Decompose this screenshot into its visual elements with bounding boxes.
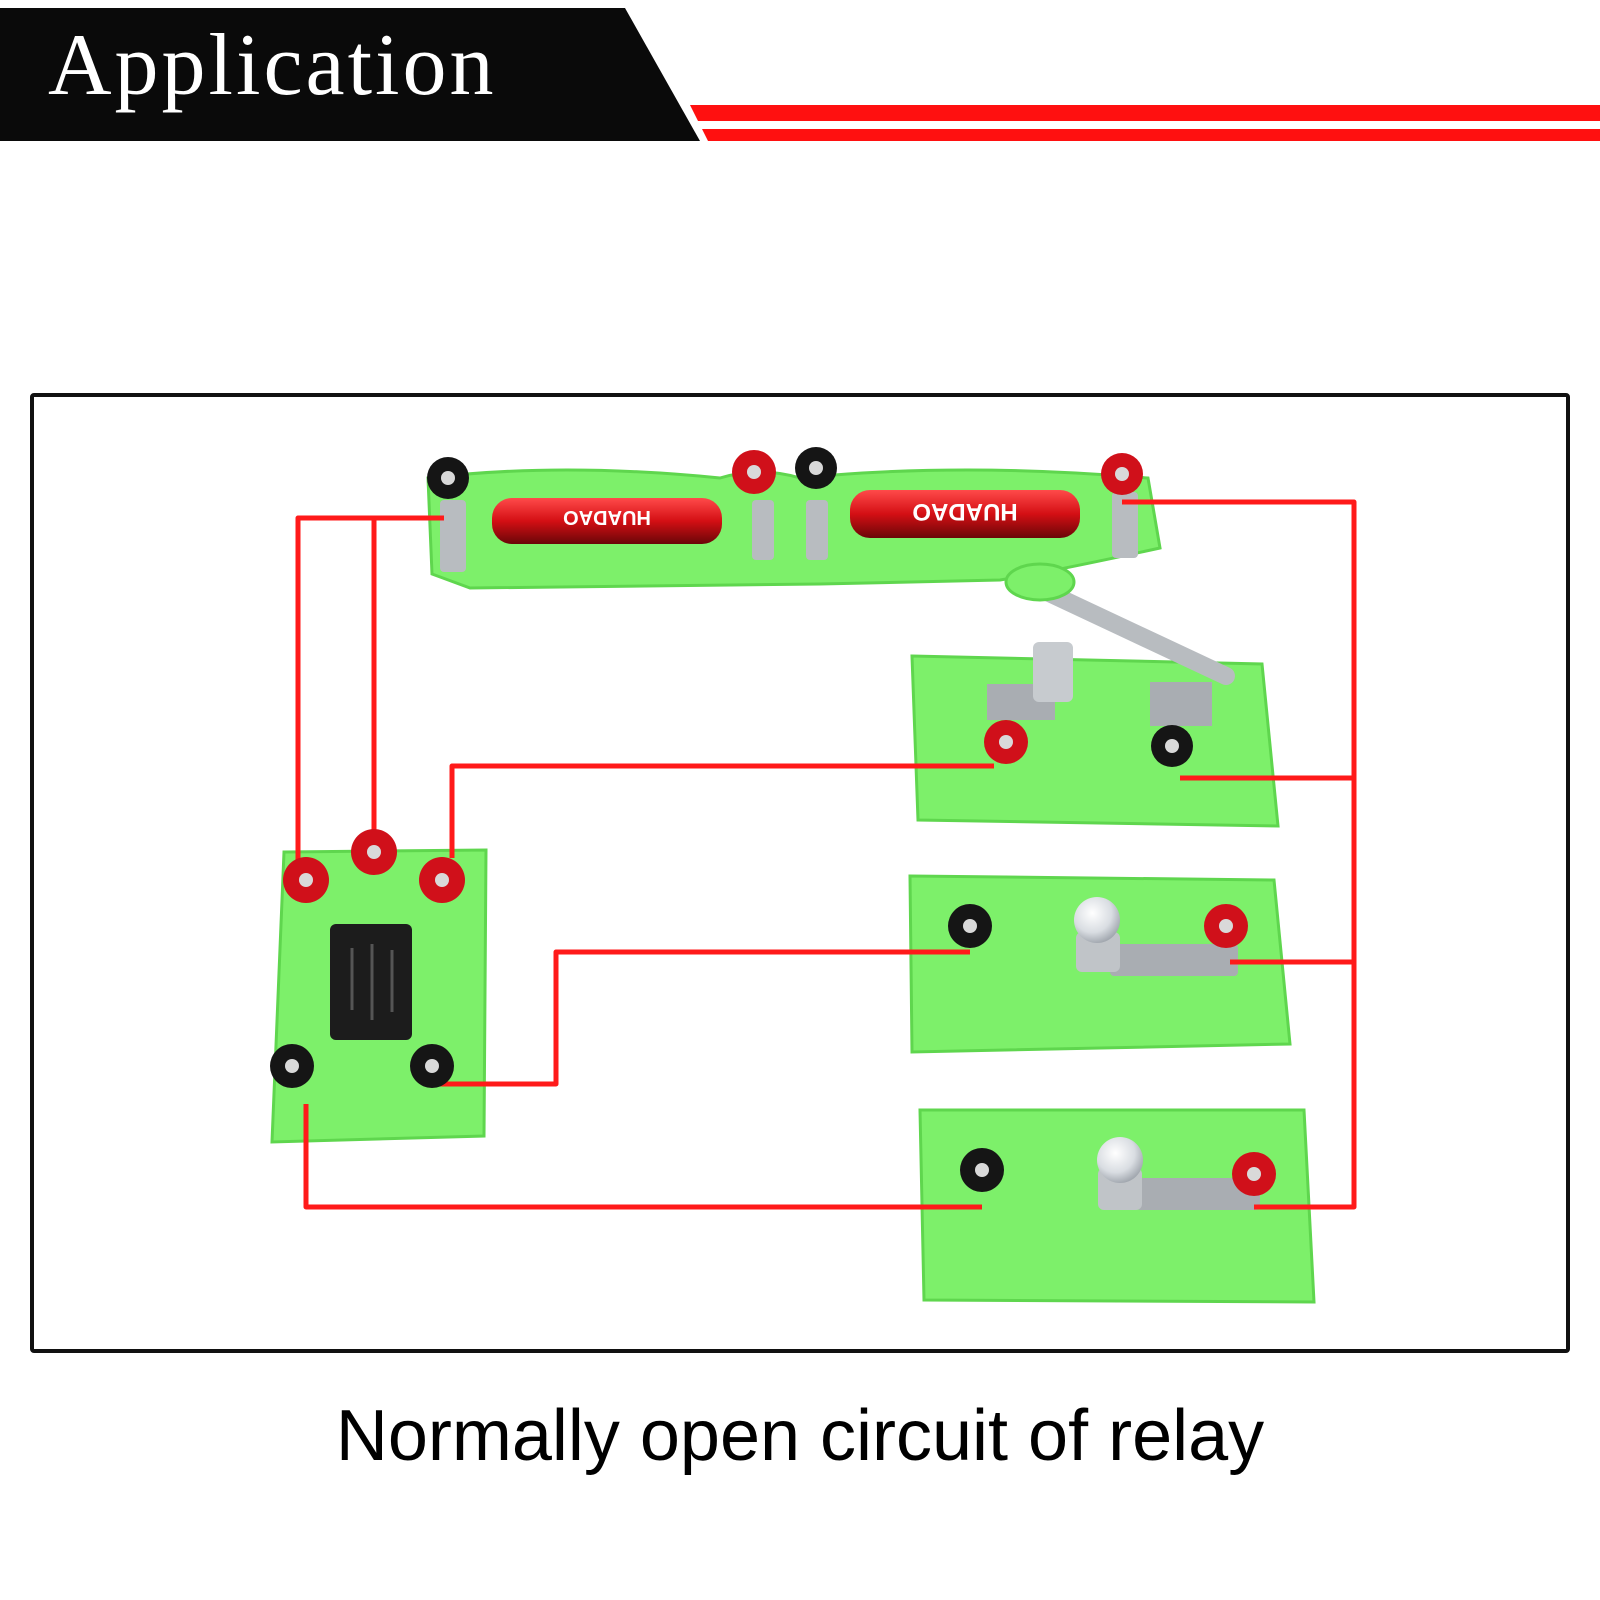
terminal-black <box>948 904 992 948</box>
terminal-red <box>984 720 1028 764</box>
header-banner: Application <box>0 0 1600 150</box>
terminal-red <box>283 857 329 903</box>
switch-contact-right <box>1150 682 1212 726</box>
terminal-red <box>732 450 776 494</box>
lamp-2-strip <box>1136 1178 1260 1210</box>
switch-handle <box>1004 562 1076 602</box>
terminal-red <box>351 829 397 875</box>
wire-battery-pos-bus <box>1122 499 1357 1210</box>
battery-clip-1 <box>440 500 466 572</box>
banner-red-stripe-top <box>690 105 1600 121</box>
terminal-black <box>410 1044 454 1088</box>
terminal-red <box>1232 1152 1276 1196</box>
battery-clip-2 <box>752 500 774 560</box>
banner-graphic <box>0 8 1600 141</box>
lamp-1-socket <box>1076 932 1120 972</box>
lamp-board-2 <box>918 1108 1316 1304</box>
battery-2-label: HUADAO <box>912 498 1017 525</box>
battery-1-label: HUADAO <box>563 506 651 528</box>
terminal-black <box>1151 725 1193 767</box>
terminal-red <box>1204 904 1248 948</box>
wire-relay-no-to-switch <box>449 763 994 858</box>
banner-title: Application <box>48 17 497 114</box>
battery-holder: HUADAO HUADAO <box>426 468 1162 590</box>
banner-black-band <box>0 8 700 141</box>
terminals <box>270 447 1276 1196</box>
wires <box>295 499 1357 1210</box>
wire-battery-neg-to-relay-coil <box>295 515 444 862</box>
terminal-black <box>270 1044 314 1088</box>
battery-clip-3 <box>806 500 828 560</box>
wire-relay-to-lamp2 <box>303 1104 982 1210</box>
banner-red-stripe-bottom <box>702 129 1600 141</box>
terminal-black <box>960 1148 1004 1192</box>
figure-caption: Normally open circuit of relay <box>335 1396 1265 1476</box>
switch-board <box>910 562 1280 828</box>
terminal-red <box>419 857 465 903</box>
switch-clip <box>1033 642 1073 702</box>
battery-1 <box>492 498 722 544</box>
terminal-black <box>795 447 837 489</box>
lamp-1-bulb <box>1074 897 1120 943</box>
lamp-1-strip <box>1110 944 1238 976</box>
battery-clip-4 <box>1112 492 1138 558</box>
battery-2 <box>850 490 1080 538</box>
lamp-2-bulb <box>1097 1137 1143 1183</box>
terminal-black <box>427 457 469 499</box>
terminal-red <box>1101 453 1143 495</box>
wire-relay-to-lamp1 <box>438 949 970 1087</box>
switch-lever <box>1021 575 1235 685</box>
lamp-board-1 <box>908 874 1292 1054</box>
